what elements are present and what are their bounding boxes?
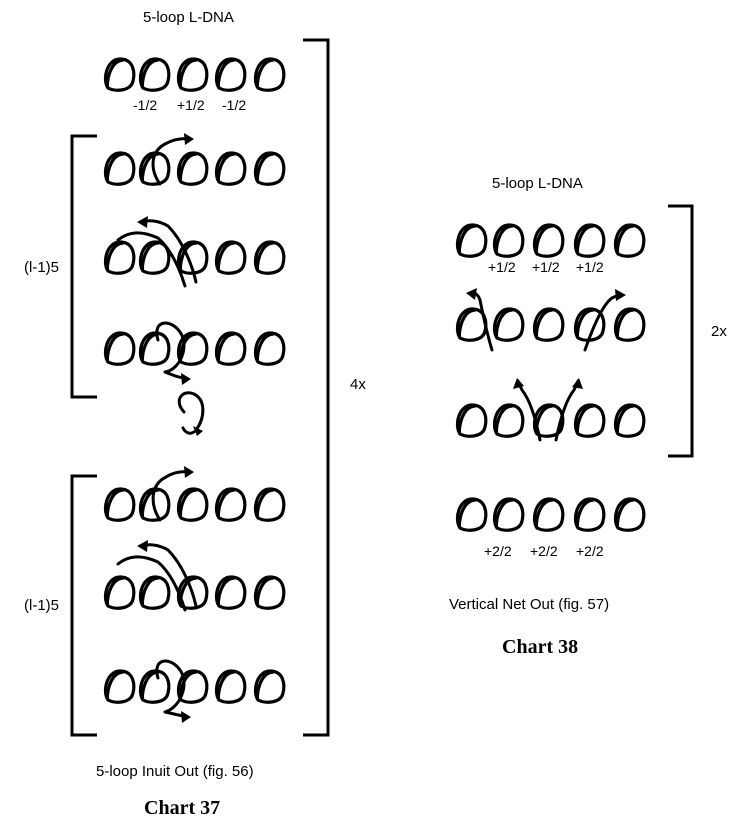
chart37-row-4-loop-2 <box>138 331 171 366</box>
chart38-row-3-loop-2 <box>492 403 525 438</box>
chart38-multiplier: 2x <box>711 323 727 340</box>
chart37-row-6-loop-5 <box>253 575 286 610</box>
chart37-sign-1: -1/2 <box>133 97 158 113</box>
chart38-sign-3: +1/2 <box>576 259 604 275</box>
chart37-row-5-loop-2 <box>138 487 171 522</box>
chart38-row-4-loop-5 <box>613 497 646 532</box>
chart37-row-5-loop-5 <box>253 487 286 522</box>
chart37-multiplier: 4x <box>350 376 366 393</box>
inner-bracket-bottom <box>70 474 97 737</box>
chart38-row-1-loop-2 <box>492 223 525 258</box>
chart38-row-2-loop-4 <box>573 307 606 342</box>
chart37-row-7-loop-5 <box>253 669 286 704</box>
chart37-row-2-loop-4 <box>214 151 247 186</box>
chart37-row-3-loop-1 <box>103 240 136 275</box>
chart37-bracket-label-bottom: (l-1)5 <box>24 597 60 614</box>
chart37-row-3-loop-5 <box>253 240 286 275</box>
chart37-row-5-loop-3 <box>176 487 209 522</box>
chart38-row-4-loop-2 <box>492 497 525 532</box>
chart37-arrow-loop-down-1 <box>155 321 191 385</box>
chart38-header: 5-loop L-DNA <box>492 175 583 192</box>
chart37-bracket-label-top: (l-1)5 <box>24 259 60 276</box>
chart38-row-2-loop-2 <box>492 307 525 342</box>
chart37-row-1-loop-2 <box>138 57 171 92</box>
chart37-row-6-loop-2 <box>138 575 171 610</box>
transition-loop <box>177 391 205 436</box>
chart37-row-6-loop-1 <box>103 575 136 610</box>
outer-bracket-chart37 <box>303 38 330 737</box>
chart37-row-1-loop-3 <box>176 57 209 92</box>
chart37-title: Chart 37 <box>144 797 221 819</box>
chart37-row-7-loop-4 <box>214 669 247 704</box>
chart37-sign-2: +1/2 <box>177 97 205 113</box>
chart37-row-1-loop-5 <box>253 57 286 92</box>
chart38-row-2-loop-3 <box>532 307 565 342</box>
chart38-row-2-loop-1 <box>455 307 488 342</box>
outer-bracket-chart38 <box>668 204 694 458</box>
chart37-row-3-loop-2 <box>138 240 171 275</box>
chart38-arrow-left <box>466 288 494 352</box>
chart37-row-2-loop-1 <box>103 151 136 186</box>
chart37-row-2-loop-5 <box>253 151 286 186</box>
chart38-row-4-loop-1 <box>455 497 488 532</box>
chart37-arrow-loop-down-2 <box>155 659 191 723</box>
chart38-final-sign-3: +2/2 <box>576 543 604 559</box>
chart37-row-2-loop-3 <box>176 151 209 186</box>
chart37-arrow-up-right-1 <box>151 133 194 186</box>
chart38-title: Chart 38 <box>502 636 579 658</box>
chart37-row-1-loop-1 <box>103 57 136 92</box>
chart37-arrow-double-left-1 <box>116 216 198 288</box>
chart38-row-1-loop-3 <box>532 223 565 258</box>
chart38-row-2-loop-5 <box>613 307 646 342</box>
chart37-sign-3: -1/2 <box>222 97 247 113</box>
chart38-final-sign-1: +2/2 <box>484 543 512 559</box>
chart38-row-3-loop-4 <box>573 403 606 438</box>
chart38-final-sign-2: +2/2 <box>530 543 558 559</box>
chart37-row-5-loop-4 <box>214 487 247 522</box>
chart37-row-5-loop-1 <box>103 487 136 522</box>
inner-bracket-top <box>70 134 97 399</box>
chart38-arrow-cross-right <box>554 378 583 442</box>
chart37-row-3-loop-4 <box>214 240 247 275</box>
chart37-row-2-loop-2 <box>138 151 171 186</box>
chart38-caption: Vertical Net Out (fig. 57) <box>449 596 610 613</box>
chart38-arrow-cross-left <box>513 378 542 442</box>
chart38-arrow-right <box>583 289 626 352</box>
chart38-sign-1: +1/2 <box>488 259 516 275</box>
chart37-row-7-loop-1 <box>103 669 136 704</box>
chart38-row-1-loop-5 <box>613 223 646 258</box>
chart37-header: 5-loop L-DNA <box>143 9 234 26</box>
chart38-row-4-loop-4 <box>573 497 606 532</box>
chart38-row-1-loop-1 <box>455 223 488 258</box>
chart37-row-6-loop-4 <box>214 575 247 610</box>
chart37-arrow-up-right-2 <box>151 466 194 522</box>
chart38-row-1-loop-4 <box>573 223 606 258</box>
chart37-row-1-loop-4 <box>214 57 247 92</box>
chart37-row-4-loop-1 <box>103 331 136 366</box>
chart37-row-4-loop-5 <box>253 331 286 366</box>
chart37-row-7-loop-2 <box>138 669 171 704</box>
chart38-row-4-loop-3 <box>532 497 565 532</box>
chart38-sign-2: +1/2 <box>532 259 560 275</box>
chart37-caption: 5-loop Inuit Out (fig. 56) <box>96 763 254 780</box>
chart38-row-3-loop-5 <box>613 403 646 438</box>
chart37-row-4-loop-4 <box>214 331 247 366</box>
chart37-arrow-double-left-2 <box>116 540 198 612</box>
chart38-row-3-loop-1 <box>455 403 488 438</box>
